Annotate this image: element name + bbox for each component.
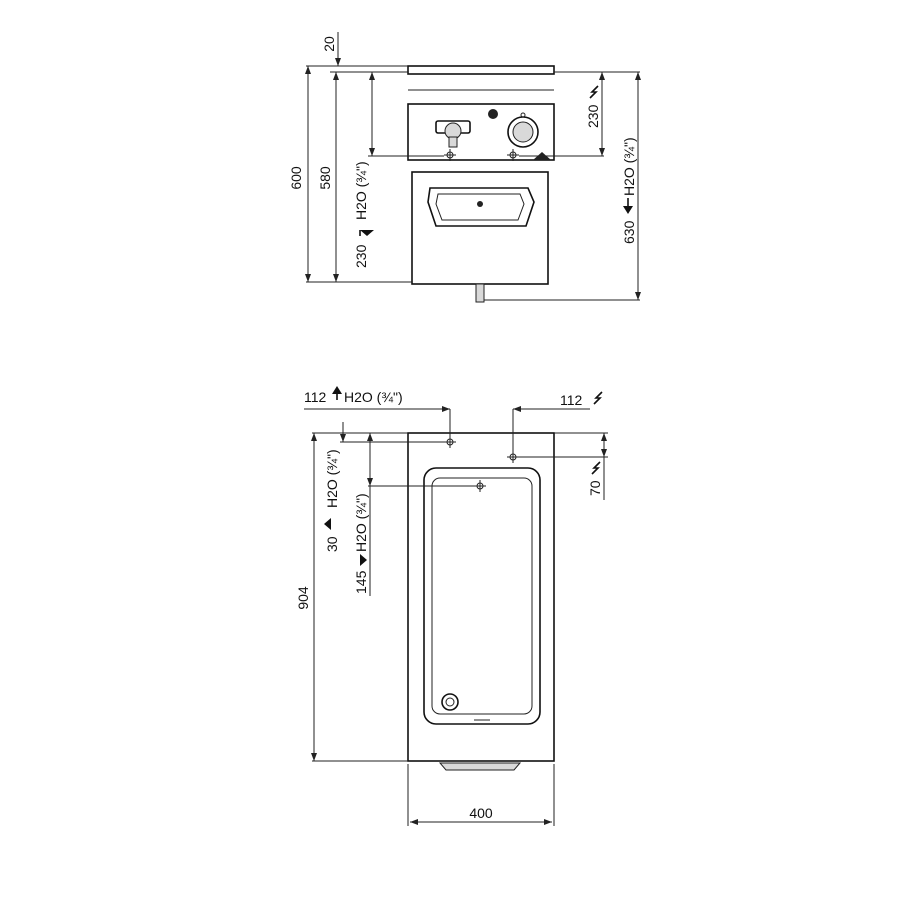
dim-label-600: 600	[288, 166, 304, 190]
dim-label-904: 904	[295, 586, 311, 610]
electric-inlet-marker	[507, 149, 519, 161]
dim-label-30: 30	[324, 536, 340, 552]
water-out-label-front: H2O (¾")	[621, 137, 637, 196]
dimension-arrowheads	[305, 58, 641, 825]
drain-pipe	[475, 283, 485, 303]
dim-label-112-water: 112	[304, 389, 327, 405]
water-outlet-marker-top	[474, 480, 486, 492]
arrow-up-icon	[324, 518, 331, 530]
water-in-y-label: H2O (¾")	[324, 449, 340, 508]
arrow-up-icon	[359, 230, 374, 236]
base-element	[438, 762, 522, 771]
dim-label-112-electric: 112	[560, 392, 583, 408]
thermostat-knob-icon	[507, 112, 539, 148]
fryer-tank	[423, 467, 541, 725]
dim-label-20: 20	[321, 36, 337, 52]
top-view: 112 H2O (¾") 112 904 70 30 H2O (¾") 145 …	[295, 386, 608, 826]
front-view: 20 600 580 230 H2O (¾") 230 630 H2O (¾")	[288, 32, 640, 303]
lightning-bolt-icon	[591, 461, 601, 475]
dim-label-electric-230: 230	[585, 104, 601, 128]
dim-label-580: 580	[317, 166, 333, 190]
water-in-label-front: H2O (¾")	[353, 161, 369, 220]
drain-icon	[441, 693, 459, 711]
arrow-up-icon	[332, 386, 342, 400]
appliance-body-top	[407, 432, 555, 762]
water-in-x-label: H2O (¾")	[344, 389, 403, 405]
drain-valve-icon	[435, 120, 471, 148]
electric-marker-top	[507, 451, 519, 463]
water-inlet-marker	[444, 149, 456, 161]
top-plate	[407, 65, 555, 75]
dim-label-water-in-230: 230	[353, 244, 369, 268]
door-handle	[427, 187, 535, 227]
lightning-bolt-icon	[589, 85, 599, 99]
dim-label-400: 400	[469, 805, 493, 821]
water-inlet-marker-top	[444, 436, 456, 448]
lightning-bolt-icon	[593, 391, 603, 405]
arrow-down-icon	[623, 198, 633, 214]
dim-label-70: 70	[587, 480, 603, 496]
indicator-light-icon	[488, 109, 498, 119]
control-panel	[407, 103, 555, 161]
arrow-down-icon	[360, 554, 367, 566]
dim-label-water-out-630: 630	[621, 220, 637, 244]
water-out-y-label: H2O (¾")	[353, 493, 369, 552]
dim-label-145: 145	[353, 570, 369, 594]
